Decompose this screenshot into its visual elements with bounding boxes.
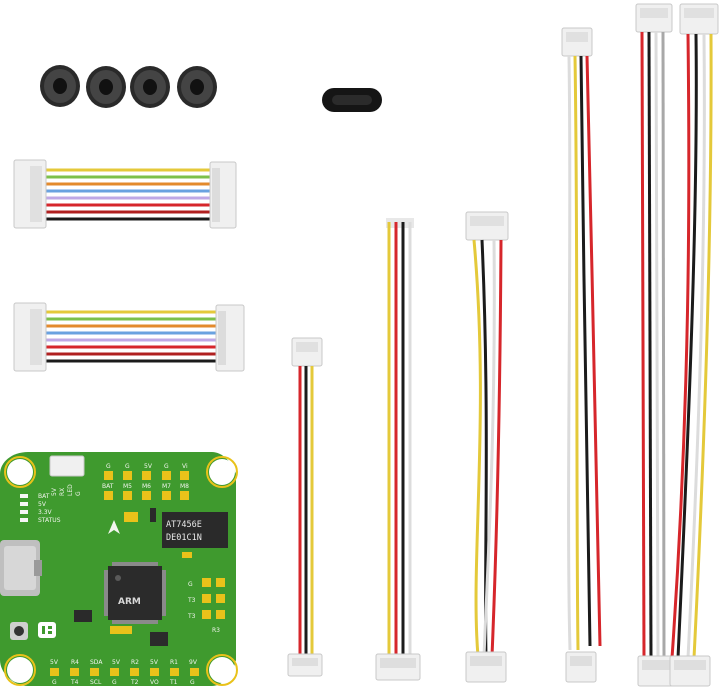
bottom-label-t4: T4: [70, 679, 79, 686]
status-leds: BAT 5V 3.3V STATUS: [20, 493, 61, 524]
mcu-brand: ARM: [118, 597, 141, 607]
header-label-rx: RX: [59, 488, 66, 496]
bottom-label-scl: SCL: [90, 679, 102, 686]
pad-label-vi: Vi: [182, 463, 188, 470]
right-pad-t3a: T3: [187, 597, 196, 604]
cable-4pin-long: [561, 27, 602, 683]
ribbon-cable-2: [13, 302, 245, 372]
header-label-led: LED: [67, 484, 74, 496]
bottom-label-g-1: G: [52, 679, 57, 686]
mount-hole-br: [209, 657, 235, 683]
led-label-bat: BAT: [38, 493, 50, 500]
bottom-label-5v-1: 5V: [50, 659, 59, 666]
ribbon-cable-1: [13, 159, 237, 229]
bottom-label-r4: R4: [71, 659, 79, 666]
osd-chip: AT7456E DE01C1N: [162, 512, 228, 548]
cable-4pin-crossed: [465, 211, 509, 683]
grommet-3: [130, 66, 170, 108]
led-label-3v3: 3.3V: [38, 509, 53, 516]
right-pad-g: G: [188, 581, 193, 588]
cable-4pin-straight: [375, 218, 421, 681]
osd-chip-line1: AT7456E: [166, 520, 202, 530]
pad-label-g2: G: [125, 463, 130, 470]
usb-c-cover: [322, 88, 382, 112]
pad-label-5v: 5V: [144, 463, 153, 470]
cable-3pin-short: [287, 337, 323, 677]
led-label-5v: 5V: [38, 501, 47, 508]
bottom-label-5v-2: 5V: [112, 659, 121, 666]
osd-chip-line2: DE01C1N: [166, 533, 202, 543]
bottom-label-5v-3: 5V: [150, 659, 159, 666]
mount-hole-tr: [209, 459, 235, 485]
right-pads: G T3 T3 R3: [187, 578, 225, 634]
board-header-connector: [49, 455, 85, 477]
right-pad-t3b: T3: [187, 613, 196, 620]
cable-6pin-long-b: [669, 3, 719, 687]
pad-label-g3: G: [164, 463, 169, 470]
header-label-5v: 5V: [51, 487, 58, 496]
bottom-label-sda: SDA: [90, 659, 103, 666]
usb-c-port: [0, 540, 42, 596]
bottom-label-r2: R2: [131, 659, 139, 666]
grommet-4: [177, 66, 217, 108]
header-label-g: G: [75, 491, 82, 496]
bottom-label-g-3: G: [190, 679, 195, 686]
bottom-label-g-2: G: [112, 679, 117, 686]
cable-6pin-long-a: [635, 3, 683, 687]
bottom-label-r1: R1: [170, 659, 178, 666]
pad-label-m6: M6: [142, 483, 151, 490]
bottom-label-9v: 9V: [189, 659, 198, 666]
led-label-status: STATUS: [38, 517, 61, 524]
bottom-label-vo: VO: [150, 679, 159, 686]
pad-label-g1: G: [106, 463, 111, 470]
mcu-chip: ARM: [104, 562, 166, 624]
grommet-1: [40, 65, 80, 107]
grommet-2: [86, 66, 126, 108]
mount-hole-bl: [7, 657, 33, 683]
rubber-grommets: [40, 65, 217, 108]
top-pads: G G 5V G Vi BAT M5 M6 M7 M8: [102, 463, 189, 500]
bottom-label-t2: T2: [130, 679, 139, 686]
mount-hole-tl: [7, 459, 33, 485]
pad-label-m7: M7: [162, 483, 171, 490]
pad-label-m5: M5: [123, 483, 132, 490]
right-pad-r3: R3: [212, 627, 220, 634]
pad-label-bat: BAT: [102, 483, 114, 490]
flight-controller-board: 5V RX LED G G G 5V G Vi BAT M5 M6 M7 M8: [0, 452, 238, 686]
board-logo-icon: [108, 520, 120, 534]
bottom-label-t1: T1: [169, 679, 178, 686]
bottom-pads: 5V R4 SDA 5V R2 5V R1 9V G T4 SCL G T2 V…: [50, 659, 199, 686]
pad-label-m8: M8: [180, 483, 189, 490]
